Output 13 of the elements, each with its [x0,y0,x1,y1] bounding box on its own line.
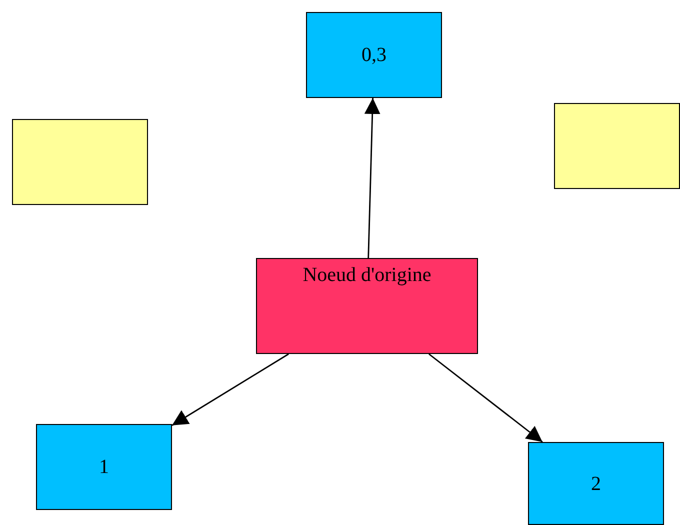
node-box [306,12,442,98]
arrow [172,353,289,426]
node-label: 1 [99,455,109,479]
arrow [428,353,543,443]
arrow [364,98,380,258]
node-label: Noeud d'origine [302,263,432,287]
empty-box [554,103,680,189]
empty-box [12,119,148,205]
node-box [528,442,664,525]
node-box [36,424,172,510]
node-box [256,258,478,354]
node-label: 0,3 [362,43,386,67]
node-label: 2 [591,472,601,496]
